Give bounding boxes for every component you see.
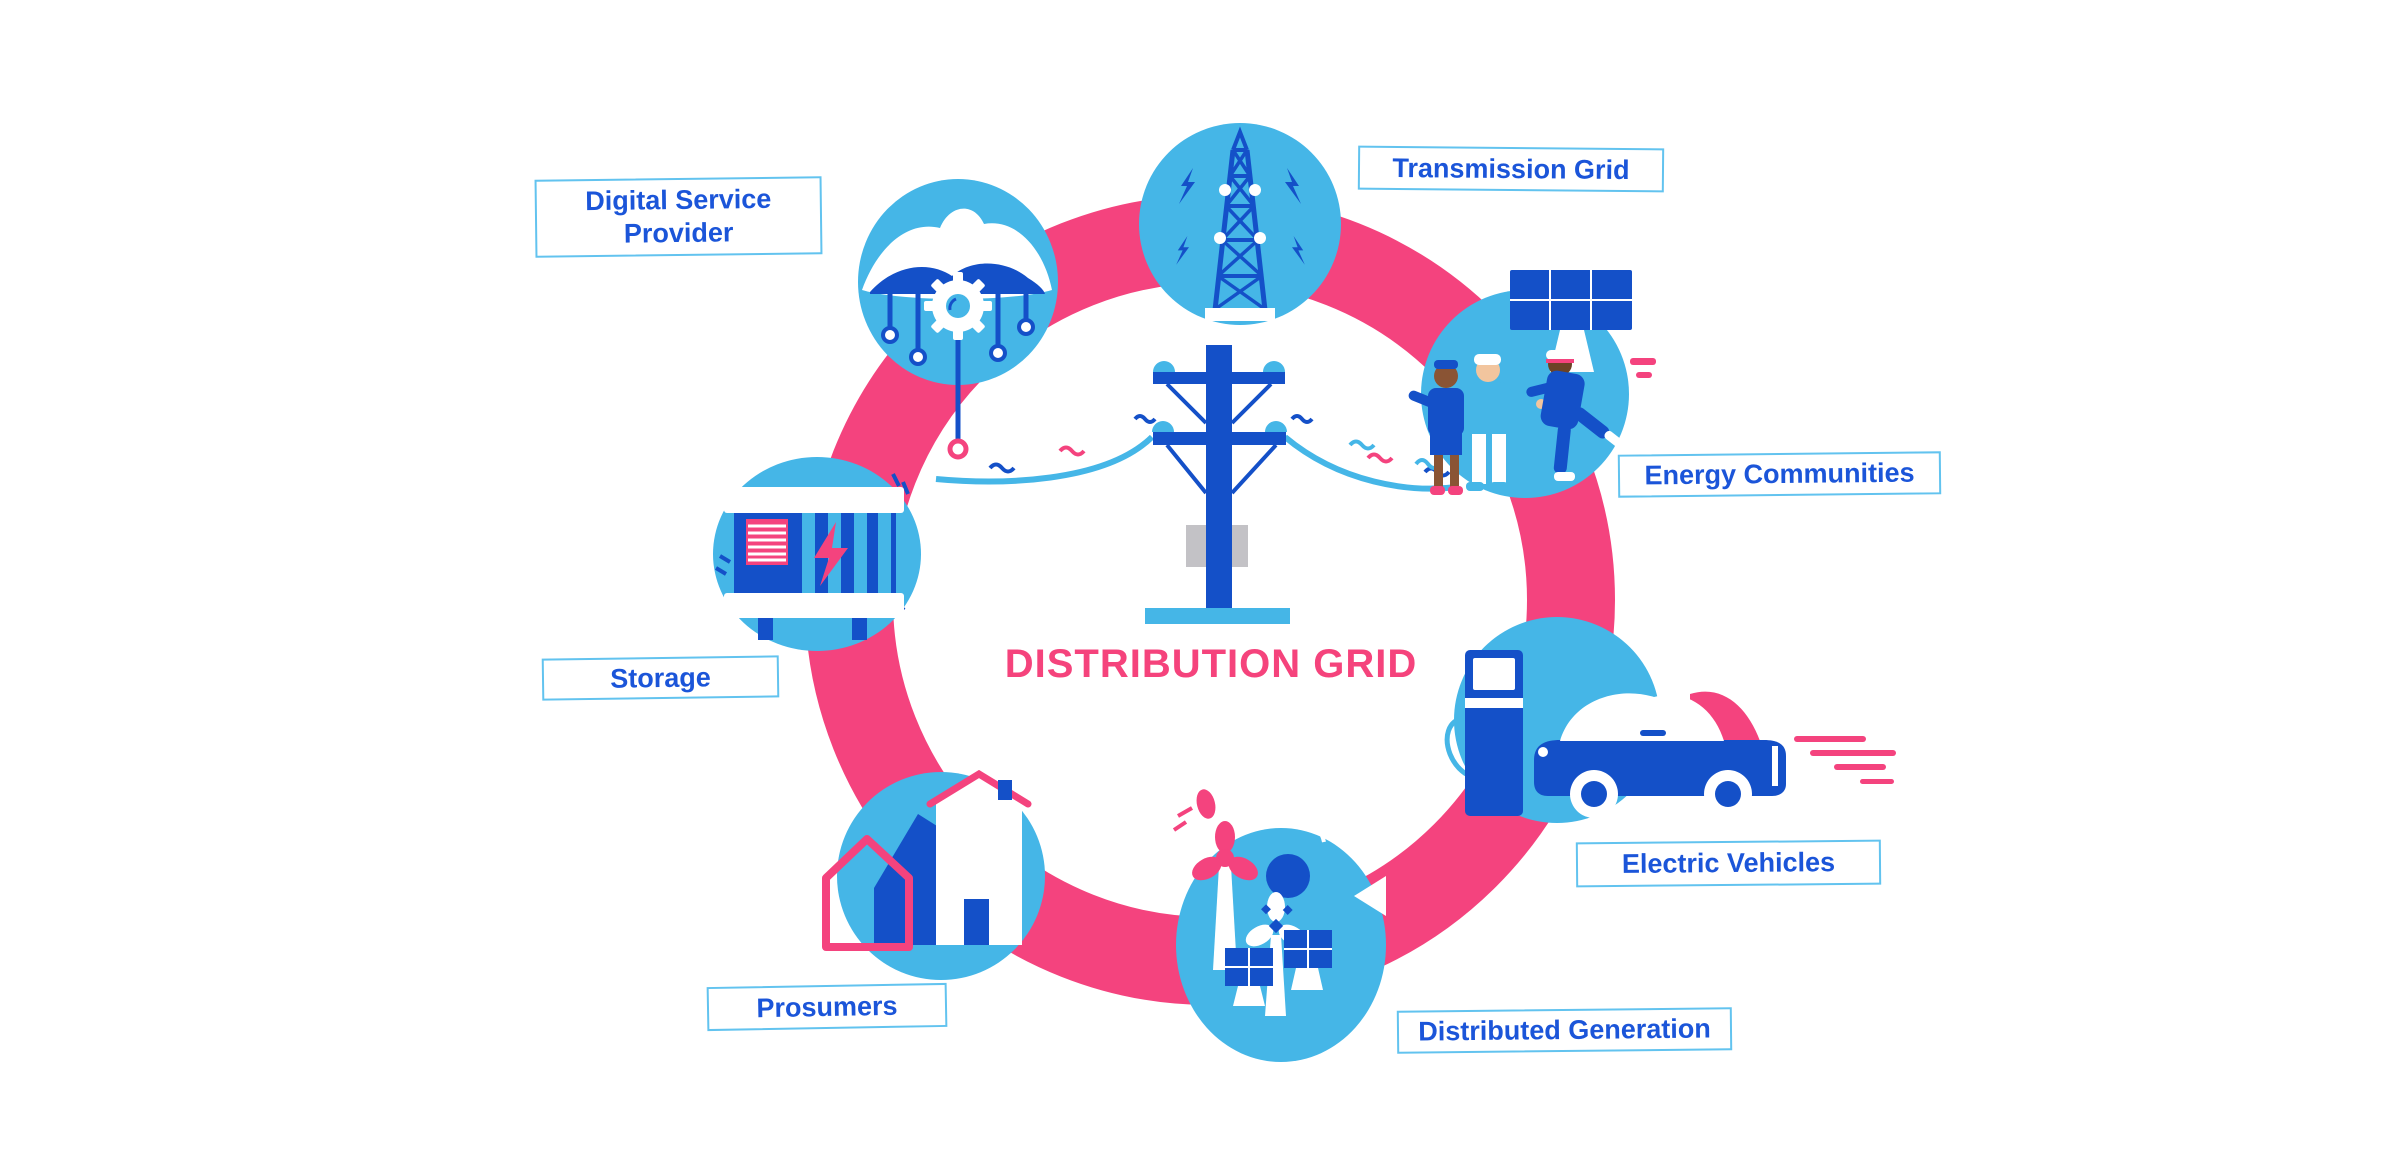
transmission-tower-icon — [1139, 123, 1341, 325]
label-text: Energy Communities — [1644, 457, 1915, 491]
center-title: DISTRIBUTION GRID — [1004, 642, 1418, 686]
label-prosumers: Prosumers — [706, 982, 948, 1032]
ev-charging-car-icon — [1444, 617, 1896, 823]
label-text: Prosumers — [756, 990, 898, 1023]
houses-icon — [822, 770, 1045, 980]
label-storage: Storage — [541, 655, 780, 701]
label-transmission-grid: Transmission Grid — [1357, 145, 1665, 193]
label-text: Digital Service Provider — [585, 183, 772, 249]
label-text: Electric Vehicles — [1621, 847, 1836, 879]
cloud-gear-network-icon — [858, 179, 1058, 460]
label-electric-vehicles: Electric Vehicles — [1575, 839, 1882, 888]
label-distributed-generation: Distributed Generation — [1396, 1007, 1733, 1054]
label-text: Storage — [610, 661, 711, 694]
label-text: Distributed Generation — [1418, 1013, 1711, 1047]
label-digital-service-provider: Digital Service Provider — [534, 176, 823, 258]
label-energy-communities: Energy Communities — [1617, 451, 1942, 498]
people-solar-panel-icon — [1408, 270, 1656, 498]
label-text: Transmission Grid — [1392, 152, 1630, 185]
wind-turbines-solar-panels-icon — [1172, 789, 1386, 1062]
battery-storage-container-icon — [713, 457, 921, 651]
